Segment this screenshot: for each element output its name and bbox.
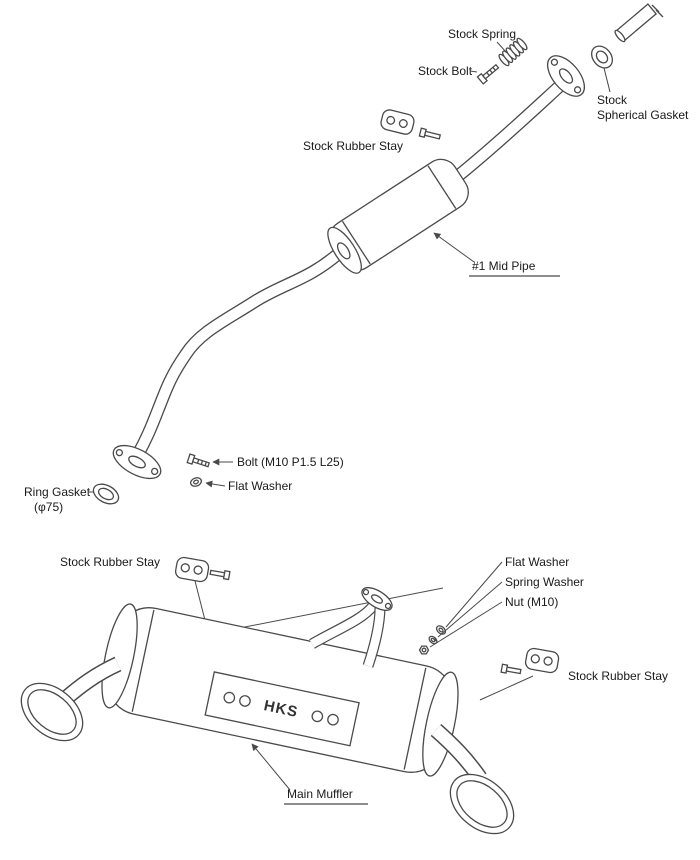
leader-flat-washer — [445, 561, 503, 628]
ring-gasket-part — [92, 483, 120, 505]
right-tailpipe — [430, 723, 487, 783]
mid-pipe-label: #1 Mid Pipe — [472, 259, 536, 273]
stock-rubber-stay-top-label: Stock Rubber Stay — [303, 139, 403, 153]
stock-rubber-stay-left-label: Stock Rubber Stay — [60, 555, 160, 569]
main-muffler-body: HKS — [101, 603, 459, 777]
arrow-main-muffler — [251, 743, 291, 791]
hks-plate: HKS — [204, 671, 360, 747]
stock-rubber-stay-top-part — [380, 109, 442, 140]
bolt-m10-label: Bolt (M10 P1.5 L25) — [237, 455, 344, 469]
nut-m10-label: Nut (M10) — [505, 595, 558, 609]
hardware-spring-washer — [428, 635, 438, 645]
stock-pipe-stub — [614, 3, 664, 43]
ring-gasket-label-2: (φ75) — [34, 500, 63, 514]
leader-spherical-gasket — [603, 67, 611, 93]
inlet-flange — [361, 587, 393, 611]
ring-gasket-label-1: Ring Gasket — [24, 485, 91, 499]
leader-spring-washer — [437, 581, 503, 638]
y-pipe — [309, 602, 386, 668]
break-hatch — [655, 9, 664, 18]
main-muffler-label: Main Muffler — [287, 787, 353, 801]
upper-flange — [546, 55, 586, 97]
stock-rubber-stay-right-part — [500, 647, 560, 675]
mid-pipe-inlet — [453, 79, 567, 182]
stock-rubber-stay-left-part — [174, 556, 231, 583]
hanger-rod-right — [479, 675, 534, 701]
mid-muffler — [327, 158, 469, 274]
arrow-flat-washer-mid — [205, 480, 226, 488]
flat-washer-mid-part — [190, 477, 202, 487]
stock-bolt-part — [476, 63, 500, 85]
bolt-m10-part — [186, 453, 210, 468]
break-hatch — [651, 4, 660, 13]
arrow-mid-pipe — [433, 232, 475, 263]
hardware-nut — [418, 645, 430, 655]
hks-logo: HKS — [262, 697, 299, 721]
stock-bolt-label: Stock Bolt — [418, 64, 473, 78]
spring-washer-label: Spring Washer — [505, 575, 584, 589]
stock-spherical-gasket-label-1: Stock — [597, 93, 628, 107]
right-tip — [449, 773, 515, 835]
leader-nut — [429, 601, 503, 648]
stock-spring-part — [498, 37, 528, 67]
left-tip — [20, 682, 84, 742]
mid-pipe-outlet — [131, 249, 343, 460]
leader-stock-bolt — [469, 70, 478, 73]
stock-spherical-gasket-label-2: Spherical Gasket — [597, 108, 689, 122]
flat-washer-mid-label: Flat Washer — [228, 479, 292, 493]
lower-flange — [112, 444, 162, 480]
hanger-rod-left — [194, 580, 207, 625]
leader-stock-spring — [496, 41, 507, 53]
stock-spring-label: Stock Spring — [448, 27, 516, 41]
stock-spherical-gasket — [591, 45, 613, 69]
stock-rubber-stay-right-label: Stock Rubber Stay — [568, 669, 668, 683]
flat-washer-label: Flat Washer — [505, 555, 569, 569]
